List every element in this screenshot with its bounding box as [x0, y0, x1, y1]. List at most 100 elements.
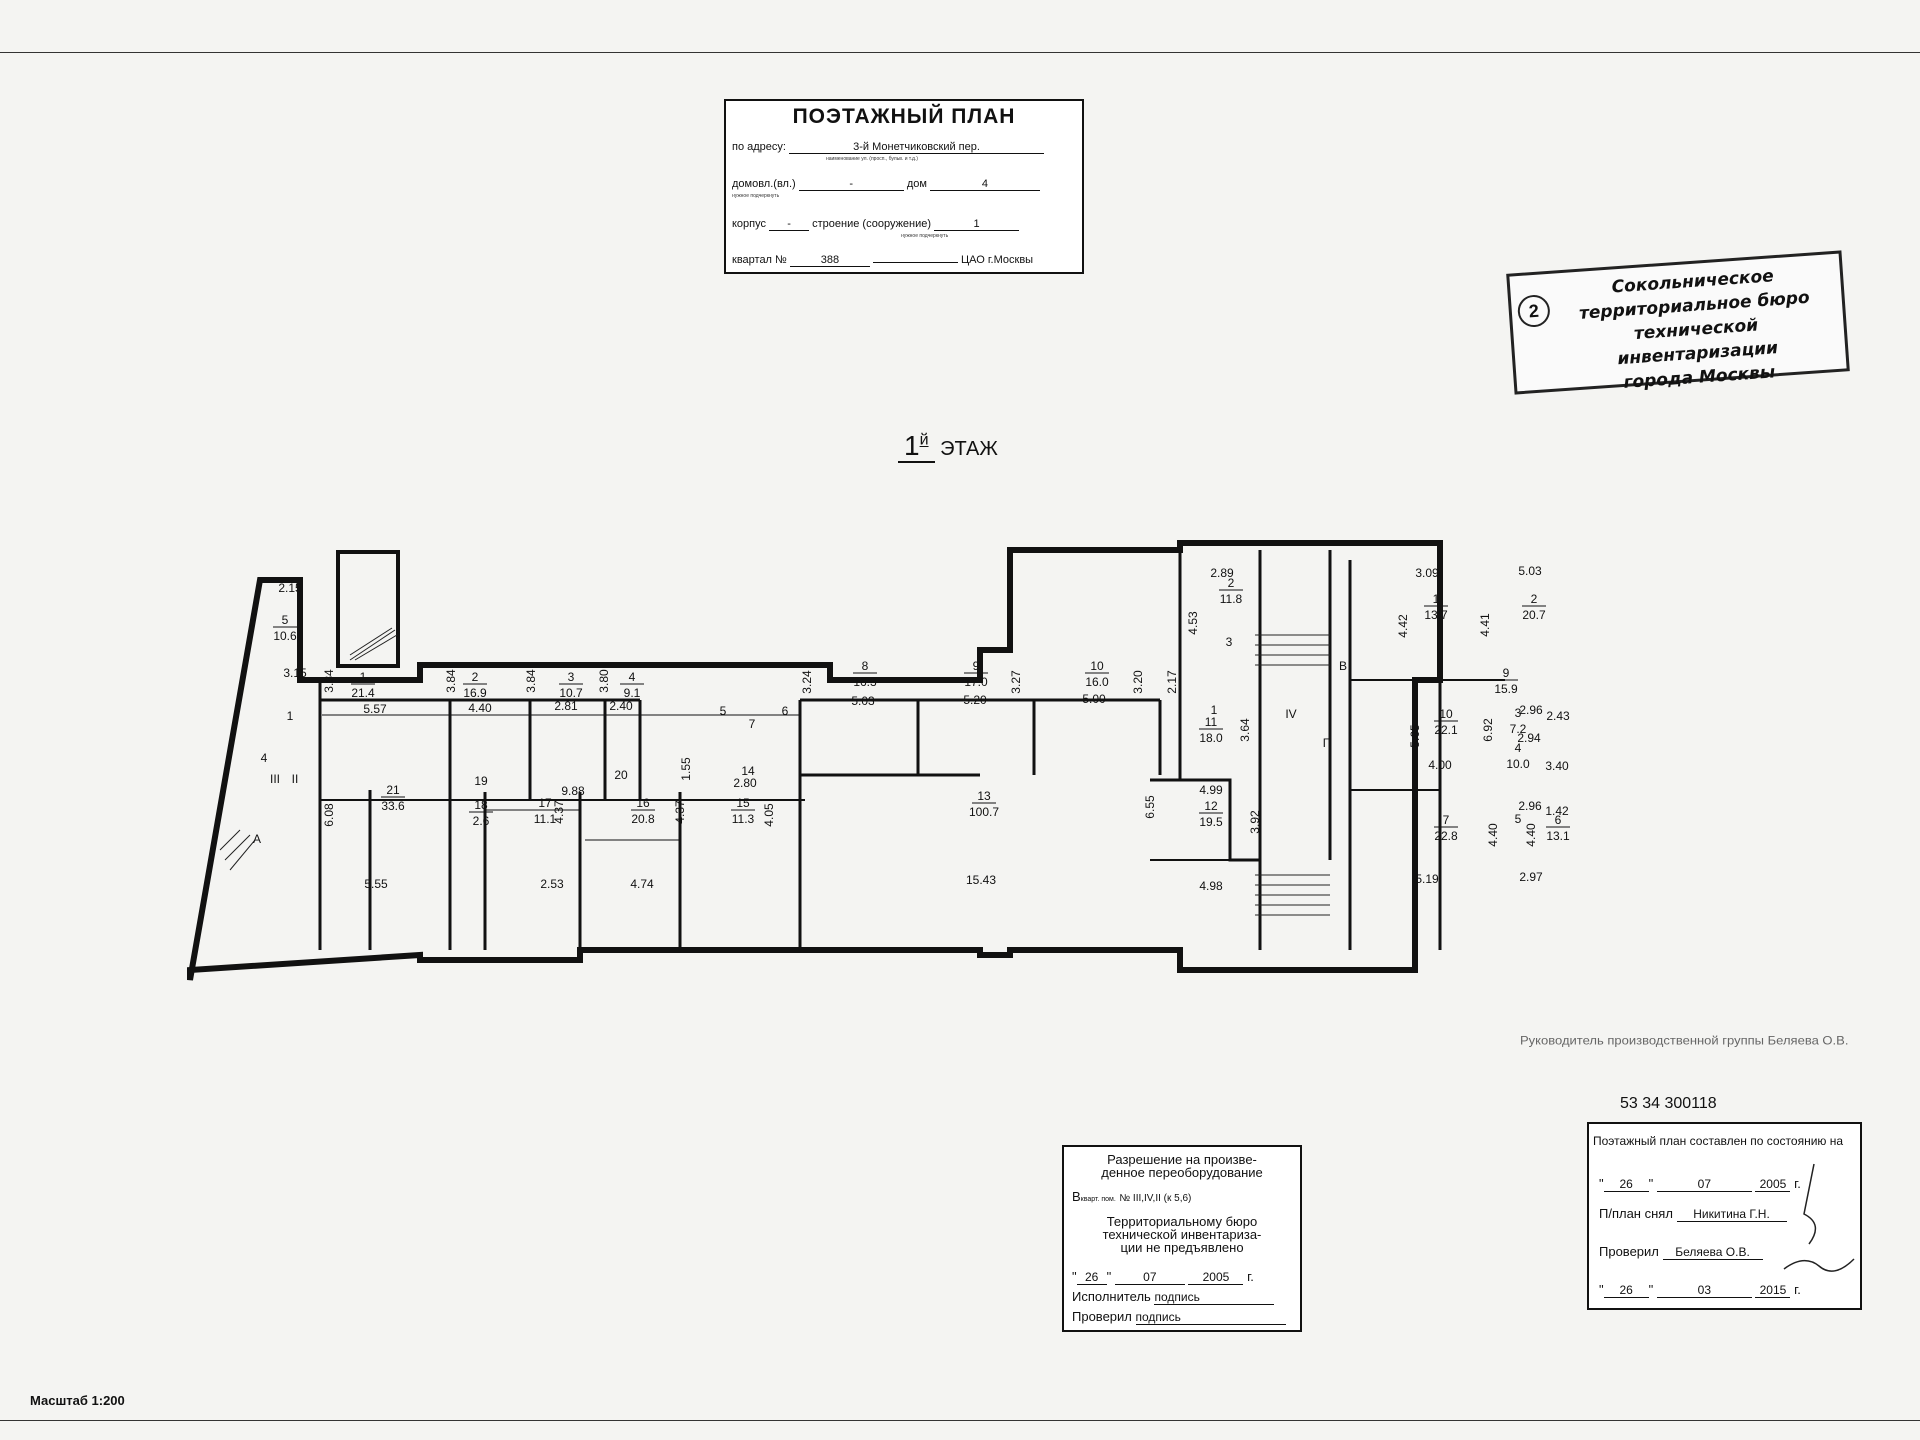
plan-marker: 1.42	[1545, 804, 1569, 818]
room-number: 21	[386, 783, 400, 797]
room-area: 17.0	[964, 675, 988, 689]
stroenie-hint: нужное подчеркнуть	[901, 233, 949, 239]
state-proveril: Проверил Беляева О.В.	[1599, 1244, 1763, 1260]
plan-marker: 4	[1515, 741, 1522, 755]
scale-label: Масштаб 1:200	[30, 1393, 125, 1408]
room-17: 17 11.1	[533, 796, 557, 826]
dimension-label: 9.88	[561, 784, 585, 798]
plan-marker: В	[1339, 659, 1347, 673]
stroenie-value: 1	[934, 218, 1020, 231]
plan-marker: 3	[1515, 706, 1522, 720]
dimension-label: 2.15	[278, 581, 302, 595]
room-area: 10.6	[273, 629, 297, 643]
dimension-label: 2.89	[1210, 566, 1234, 580]
domovl-hint: нужное подчеркнуть	[732, 193, 780, 199]
inventory-code: 53 34 300118	[1620, 1095, 1717, 1112]
floor-word: ЭТАЖ	[940, 438, 998, 460]
room-number: 9	[973, 659, 980, 673]
permit-date: "26" 07 2005 г.	[1072, 1269, 1254, 1285]
room-area: 11.1	[534, 812, 557, 826]
floor-suffix: й	[919, 431, 929, 449]
plan-marker: 2.94	[1517, 731, 1541, 745]
room-9: 915.9	[1494, 666, 1518, 696]
room-number: 9	[1503, 666, 1510, 680]
plan-marker: 20	[614, 768, 628, 782]
plan-marker: III	[270, 772, 280, 786]
dimension-label-vertical: 4.37	[552, 800, 566, 824]
stamp-text: Сокольническое территориальное бюро техн…	[1578, 266, 1811, 393]
plan-marker: IV	[1285, 707, 1296, 721]
room-number: 10	[1439, 707, 1453, 721]
state-date-2: "26" 03 2015 г.	[1599, 1282, 1801, 1298]
dimension-label-vertical: 6.08	[322, 803, 336, 827]
room-area: 100.7	[969, 805, 999, 819]
plan-marker: 2.96	[1518, 799, 1542, 813]
address-line: по адресу: 3-й Монетчиковский пер.	[732, 141, 1045, 154]
room-number: 5	[282, 613, 289, 627]
room-number: 8	[862, 659, 869, 673]
plan-title: ПОЭТАЖНЫЙ ПЛАН	[792, 105, 1016, 128]
dimension-label: 2.97	[1519, 870, 1543, 884]
room-area: 11.8	[1220, 592, 1243, 606]
dimension-label-vertical: 3.80	[597, 669, 611, 693]
room-number: 18	[474, 798, 488, 812]
room-area: 22.1	[1434, 723, 1458, 737]
room-area: 18.0	[1199, 731, 1223, 745]
dimension-label-vertical: 4.37	[673, 800, 687, 824]
dimension-label: 15.43	[966, 873, 996, 887]
plan-marker: 1	[1211, 703, 1218, 717]
dimension-label-vertical: 6.92	[1481, 718, 1495, 742]
dimension-label-vertical: 2.17	[1165, 670, 1179, 694]
dimension-label: 5.20	[963, 693, 987, 707]
plan-marker: 19	[474, 774, 488, 788]
room-1: 121.4	[351, 670, 375, 700]
dimension-label: 3.09	[1415, 566, 1439, 580]
dimension-label: 4.99	[1199, 783, 1223, 797]
room-area: 16.9	[463, 686, 487, 700]
permit-box: Разрешение на произве- денное переоборуд…	[1062, 1145, 1302, 1332]
sheet-top-edge	[0, 52, 1920, 53]
dimension-label-vertical: 4.53	[1186, 611, 1200, 635]
plan-marker: 10.0	[1506, 757, 1530, 771]
dimension-label-vertical: 3.24	[800, 670, 814, 694]
dimension-label-vertical: 3.92	[1248, 810, 1262, 834]
room-area: 21.4	[351, 686, 375, 700]
room-area: 19.5	[1199, 815, 1223, 829]
room-area: 10.7	[559, 686, 583, 700]
dimension-label: 4.40	[468, 701, 492, 715]
room-3: 310.7	[559, 670, 583, 700]
domovl-value: -	[798, 178, 904, 191]
dimension-label: 2.53	[540, 877, 564, 891]
dimension-label-vertical: 3.84	[444, 669, 458, 693]
dimension-label: 4.74	[630, 877, 654, 891]
dimension-label-vertical: 3.84	[322, 669, 336, 693]
permit-checker: Проверил подпись	[1072, 1309, 1286, 1325]
plan-marker: 1	[287, 709, 294, 723]
state-snyal: П/план снял Никитина Г.Н.	[1599, 1206, 1787, 1222]
room-number: 17	[538, 796, 552, 810]
room-area: 15.9	[1494, 682, 1518, 696]
room-4: 49.1	[620, 670, 644, 700]
permit-executor: Исполнитель подпись	[1072, 1289, 1275, 1305]
sheet-bottom-edge	[0, 1420, 1920, 1421]
dimension-label: 5.03	[851, 694, 875, 708]
state-date-1: "26" 07 2005 г.	[1599, 1176, 1801, 1192]
domovl-line: домовл.(вл.) - дом 4	[732, 178, 1040, 191]
room-number: 2	[1228, 576, 1235, 590]
dimension-label: 4.98	[1199, 879, 1223, 893]
dimension-label: 2.80	[733, 776, 757, 790]
room-area: 9.1	[624, 686, 641, 700]
room-number: 4	[629, 670, 636, 684]
korpus-value: -	[769, 218, 810, 231]
dimension-label-vertical: 4.42	[1396, 614, 1410, 638]
room-area: 13.7	[1424, 608, 1448, 622]
plan-marker: 3	[1226, 635, 1233, 649]
